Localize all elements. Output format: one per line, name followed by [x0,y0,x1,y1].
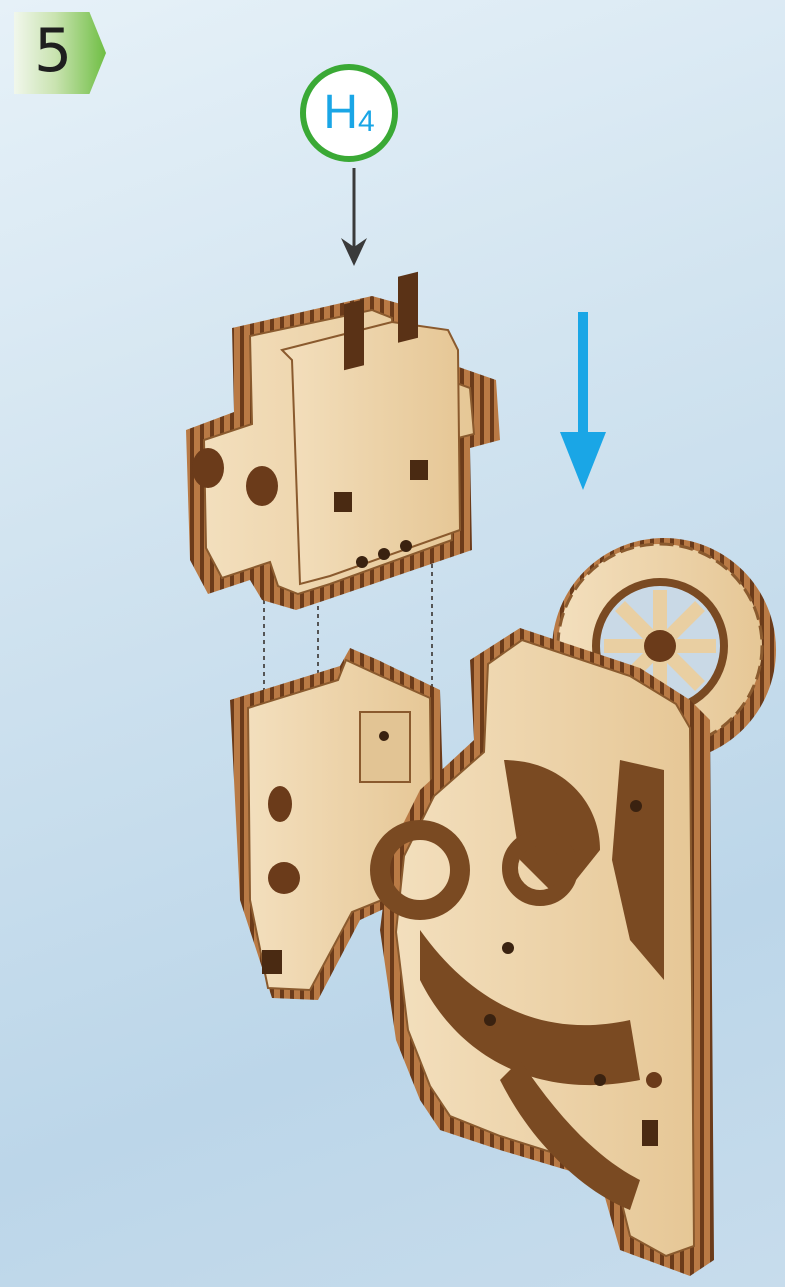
upper-part-h4 [186,272,500,610]
label-pointer-arrow [341,168,367,266]
motion-arrow-down-icon [560,312,606,490]
lower-frame-assembly [230,538,776,1276]
